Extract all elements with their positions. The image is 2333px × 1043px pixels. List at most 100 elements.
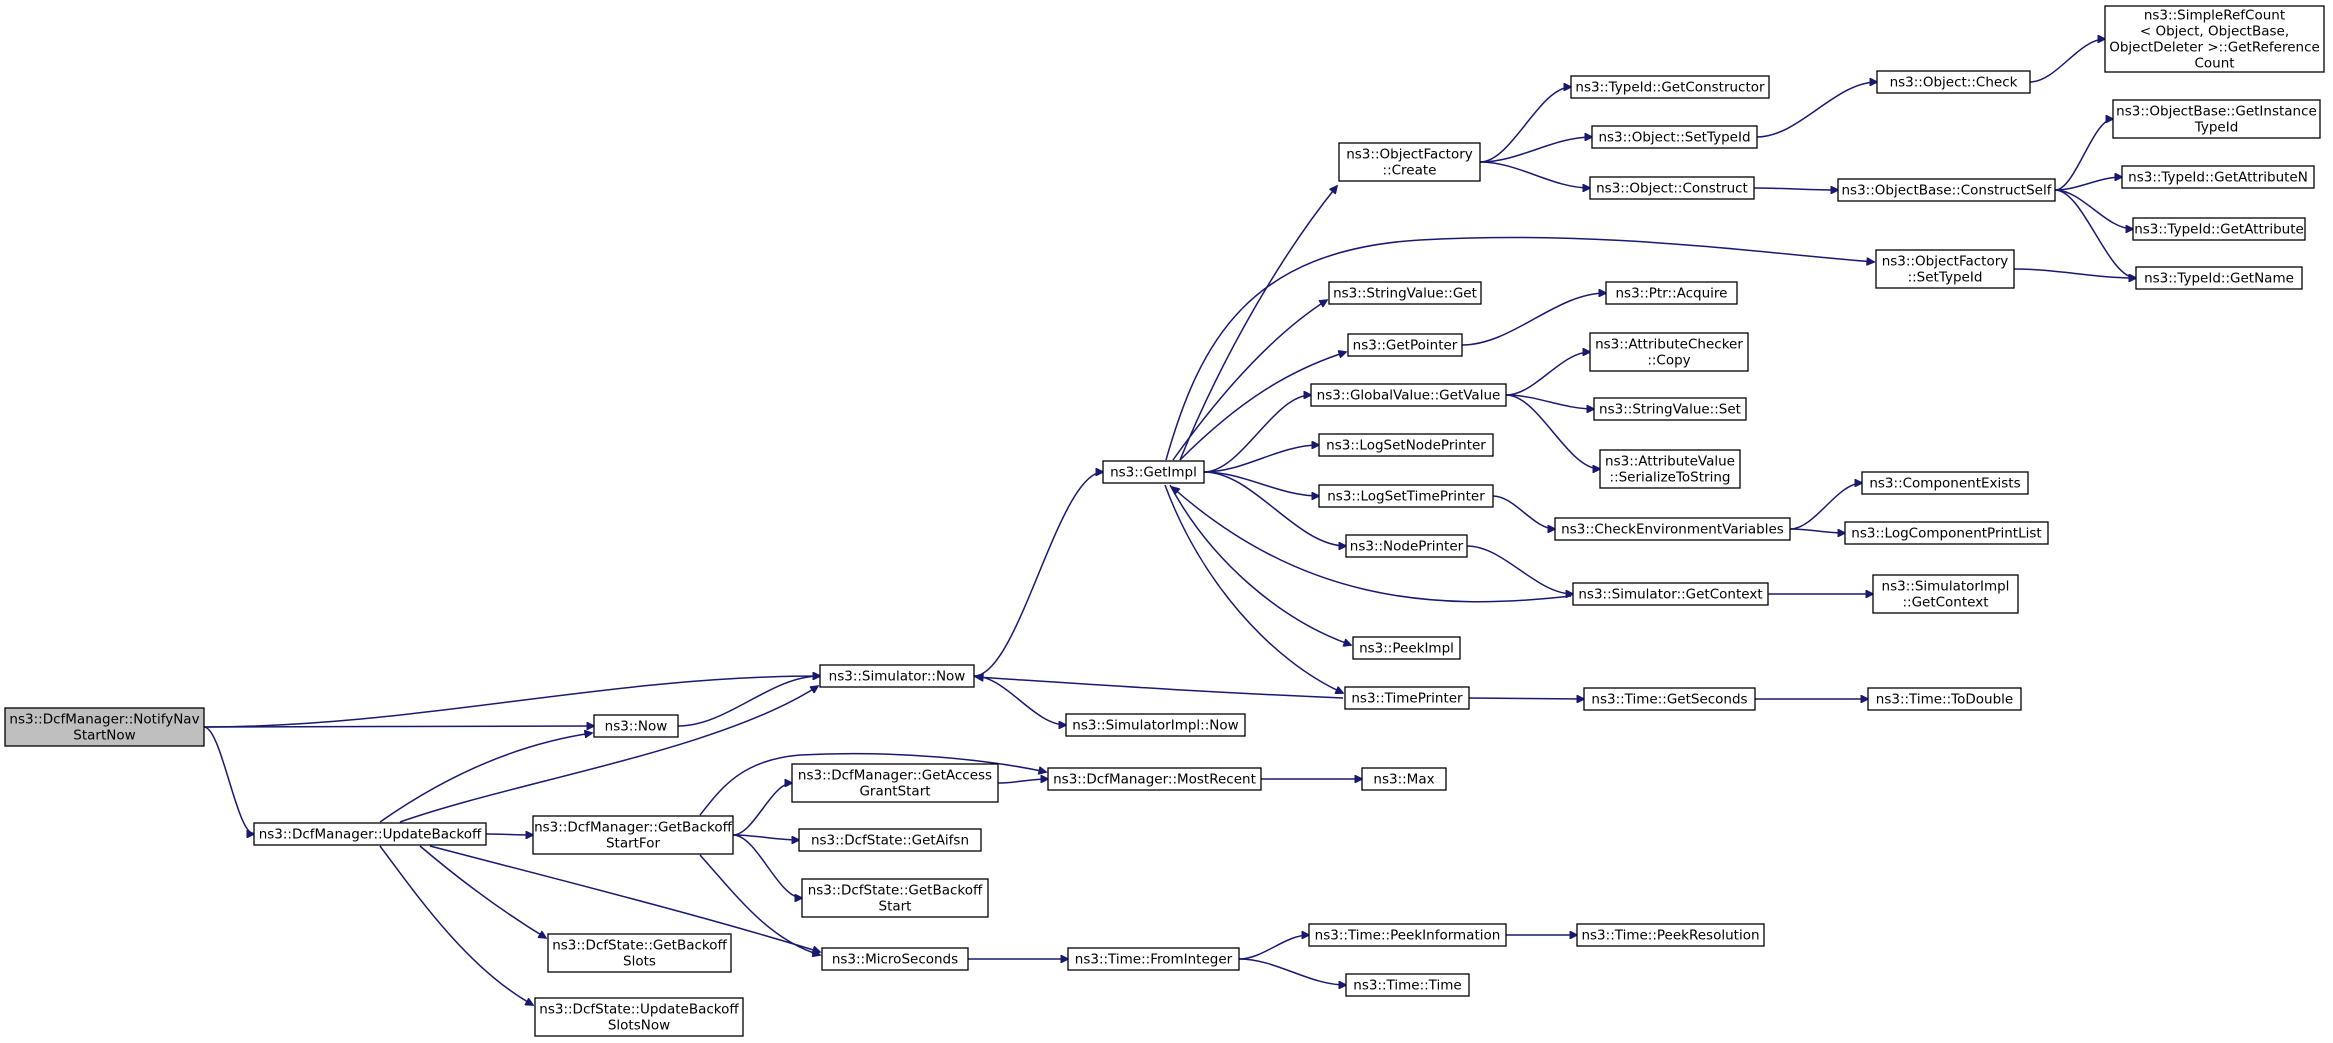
node-label: ns3::Object::SetTypeId bbox=[1598, 130, 1750, 146]
graph-node-n18[interactable]: ns3::StringValue::Get bbox=[1328, 281, 1482, 305]
node-label: ns3::DcfState::GetBackoff bbox=[552, 938, 727, 954]
graph-node-n28[interactable]: ns3::ComponentExists bbox=[1861, 471, 2029, 495]
node-box bbox=[2121, 165, 2315, 189]
node-label: ns3::GlobalValue::GetValue bbox=[1317, 388, 1501, 404]
node-box bbox=[1876, 70, 2031, 94]
edge-n27-to-n29 bbox=[1789, 528, 1845, 533]
graph-node-n16[interactable]: ns3::TypeId::GetName bbox=[2135, 266, 2303, 290]
node-label: ns3::LogSetNodePrinter bbox=[1326, 438, 1486, 454]
edge-n4-to-n18 bbox=[1172, 300, 1327, 461]
node-label: ns3::ComponentExists bbox=[1869, 476, 2020, 492]
graph-node-n45[interactable]: ns3::Time::PeekInformation bbox=[1308, 923, 1507, 947]
graph-node-n10[interactable]: ns3::Object::Check bbox=[1876, 70, 2031, 94]
edge-n10-to-n11 bbox=[2029, 39, 2105, 83]
edge-n4-to-n21 bbox=[1203, 395, 1311, 473]
graph-node-n41[interactable]: ns3::DcfState::GetAifsn bbox=[798, 828, 982, 852]
edge-n21-to-n23 bbox=[1505, 394, 1594, 409]
edge-n4-to-n17 bbox=[1165, 236, 1874, 461]
graph-node-n1[interactable]: ns3::Simulator::Now bbox=[819, 664, 975, 688]
node-box bbox=[819, 664, 975, 688]
edge-n1-to-n5 bbox=[973, 675, 1066, 725]
node-label: ns3::LogComponentPrintList bbox=[1851, 526, 2041, 542]
graph-node-n23[interactable]: ns3::StringValue::Set bbox=[1593, 397, 1747, 421]
graph-node-n17[interactable]: ns3::ObjectFactory::SetTypeId bbox=[1875, 249, 2015, 289]
graph-node-n31[interactable]: ns3::Simulator::GetContext bbox=[1572, 582, 1769, 606]
graph-node-n47[interactable]: ns3::Time::Time bbox=[1345, 973, 1470, 997]
graph-node-n39[interactable]: ns3::DcfManager::MostRecent bbox=[1047, 767, 1262, 791]
node-label: ns3::DcfState::GetBackoff bbox=[808, 883, 983, 899]
graph-node-n35[interactable]: ns3::Time::GetSeconds bbox=[1583, 687, 1756, 711]
node-label: ns3::Time::PeekInformation bbox=[1315, 928, 1501, 944]
node-box bbox=[1318, 484, 1494, 508]
graph-node-n30[interactable]: ns3::NodePrinter bbox=[1345, 534, 1468, 558]
edge-n12-to-n14 bbox=[2054, 177, 2122, 191]
graph-node-n2[interactable]: ns3::Now bbox=[593, 714, 679, 738]
edge-n4-to-n33 bbox=[1169, 484, 1351, 645]
node-label: ns3::Time::ToDouble bbox=[1876, 692, 2013, 708]
edge-n12-to-n15 bbox=[2054, 189, 2133, 229]
node-box bbox=[534, 997, 744, 1037]
edge-n19-to-n20 bbox=[1461, 293, 1606, 346]
edge-n37-to-n41 bbox=[732, 834, 799, 840]
node-box bbox=[801, 878, 989, 918]
node-box bbox=[1361, 767, 1447, 791]
graph-node-n36[interactable]: ns3::Time::ToDouble bbox=[1867, 687, 2022, 711]
graph-node-n40[interactable]: ns3::Max bbox=[1361, 767, 1447, 791]
graph-node-n8[interactable]: ns3::Object::SetTypeId bbox=[1591, 125, 1758, 149]
node-label: ns3::GetPointer bbox=[1353, 338, 1458, 354]
edge-n27-to-n28 bbox=[1789, 483, 1862, 530]
graph-node-n46[interactable]: ns3::Time::PeekResolution bbox=[1576, 923, 1765, 947]
graph-node-n25[interactable]: ns3::LogSetNodePrinter bbox=[1318, 433, 1494, 457]
graph-node-n19[interactable]: ns3::GetPointer bbox=[1347, 333, 1463, 357]
graph-node-n33[interactable]: ns3::PeekImpl bbox=[1352, 636, 1461, 660]
graph-node-n29[interactable]: ns3::LogComponentPrintList bbox=[1844, 521, 2049, 545]
node-label: ns3::ObjectFactory bbox=[1882, 254, 2009, 270]
node-label: ::Copy bbox=[1647, 353, 1690, 369]
graph-node-n26[interactable]: ns3::LogSetTimePrinter bbox=[1318, 484, 1494, 508]
node-label: ns3::Time::Time bbox=[1353, 978, 1461, 994]
graph-node-n22[interactable]: ns3::AttributeChecker::Copy bbox=[1589, 332, 1749, 372]
edge-n4-to-n6 bbox=[1179, 186, 1337, 461]
node-box bbox=[1837, 178, 2056, 202]
graph-node-n7[interactable]: ns3::TypeId::GetConstructor bbox=[1570, 75, 1770, 99]
graph-node-n12[interactable]: ns3::ObjectBase::ConstructSelf bbox=[1837, 178, 2056, 202]
node-box bbox=[2135, 266, 2303, 290]
edge-n17-to-n16 bbox=[2013, 268, 2136, 278]
node-box bbox=[4, 707, 205, 747]
graph-node-n11[interactable]: ns3::SimpleRefCount< Object, ObjectBase,… bbox=[2104, 5, 2325, 73]
graph-node-n21[interactable]: ns3::GlobalValue::GetValue bbox=[1310, 383, 1507, 407]
graph-node-n14[interactable]: ns3::TypeId::GetAttributeN bbox=[2121, 165, 2315, 189]
node-label: ns3::AttributeChecker bbox=[1595, 337, 1743, 353]
edge-n3-to-n37 bbox=[485, 834, 533, 835]
node-box bbox=[1867, 687, 2022, 711]
graph-node-n3[interactable]: ns3::DcfManager::UpdateBackoff bbox=[253, 822, 487, 846]
node-label: ns3::Time::GetSeconds bbox=[1591, 692, 1747, 708]
node-label: ns3::MicroSeconds bbox=[832, 952, 958, 968]
edge-n0-to-n3 bbox=[203, 726, 254, 834]
graph-node-n32[interactable]: ns3::SimulatorImpl::GetContext bbox=[1872, 574, 2019, 614]
graph-node-n6[interactable]: ns3::ObjectFactory::Create bbox=[1338, 142, 1481, 182]
graph-node-n20[interactable]: ns3::Ptr::Acquire bbox=[1605, 281, 1738, 305]
node-label: ns3::ObjectBase::ConstructSelf bbox=[1842, 183, 2053, 199]
graph-node-n24[interactable]: ns3::AttributeValue::SerializeToString bbox=[1599, 449, 1741, 489]
graph-node-n9[interactable]: ns3::Object::Construct bbox=[1589, 176, 1755, 200]
edge-n4-to-n30 bbox=[1203, 471, 1346, 546]
graph-node-n4[interactable]: ns3::GetImpl bbox=[1102, 460, 1205, 484]
node-label: Slots bbox=[623, 954, 656, 970]
graph-node-n43[interactable]: ns3::MicroSeconds bbox=[821, 947, 969, 971]
graph-node-n27[interactable]: ns3::CheckEnvironmentVariables bbox=[1554, 517, 1791, 541]
graph-node-n15[interactable]: ns3::TypeId::GetAttribute bbox=[2132, 217, 2306, 241]
graph-node-n34[interactable]: ns3::TimePrinter bbox=[1344, 686, 1470, 710]
node-box bbox=[1345, 973, 1470, 997]
graph-node-n44[interactable]: ns3::Time::FromInteger bbox=[1067, 947, 1240, 971]
graph-node-n5[interactable]: ns3::SimulatorImpl::Now bbox=[1065, 713, 1246, 737]
